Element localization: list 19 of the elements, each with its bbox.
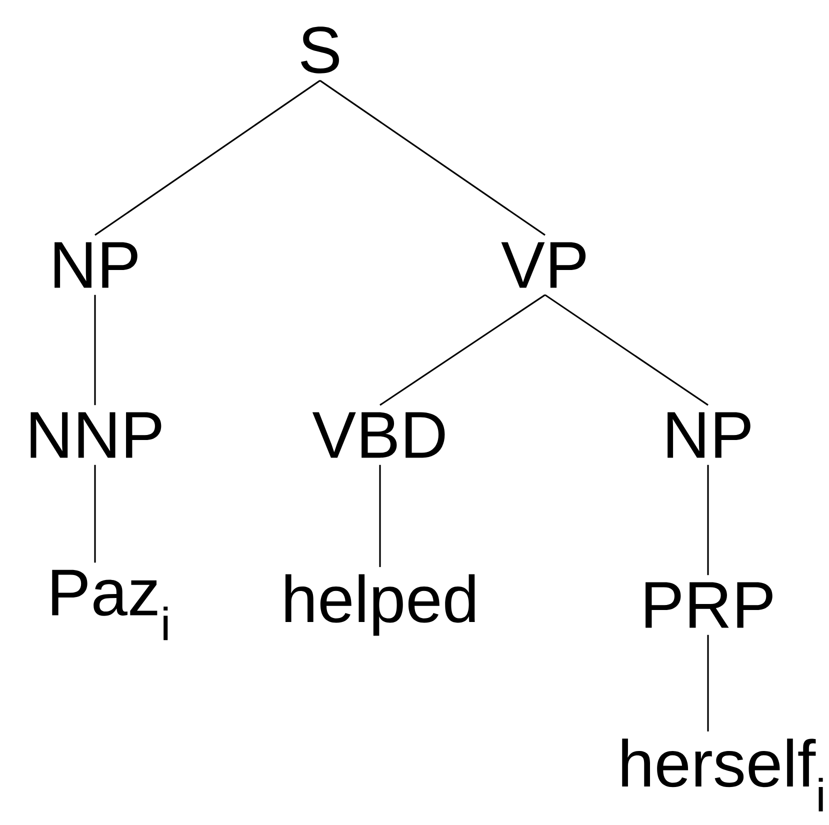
tree-label: NP [54,242,138,288]
tree-branch [544,294,708,406]
tree-label: VP [501,242,586,288]
tree-branch [94,464,96,563]
tree-label: NP [668,412,750,458]
tree-label: herself$_{i}$ [622,738,823,812]
tree-label: NNP [30,412,162,458]
tree-label: VBD [312,412,445,458]
tree-label: S [301,26,339,74]
tree-branch [380,294,546,406]
tree-branch [94,80,320,236]
tree-label: Paz$_{i}$ [52,570,168,640]
tree-branch [707,464,709,576]
tree-branch [320,80,546,236]
tree-label: PRP [646,582,772,628]
tree-branch [379,464,381,568]
tree-branch [94,294,96,406]
tree-label: helped [286,574,475,636]
tree-branch [707,634,709,732]
